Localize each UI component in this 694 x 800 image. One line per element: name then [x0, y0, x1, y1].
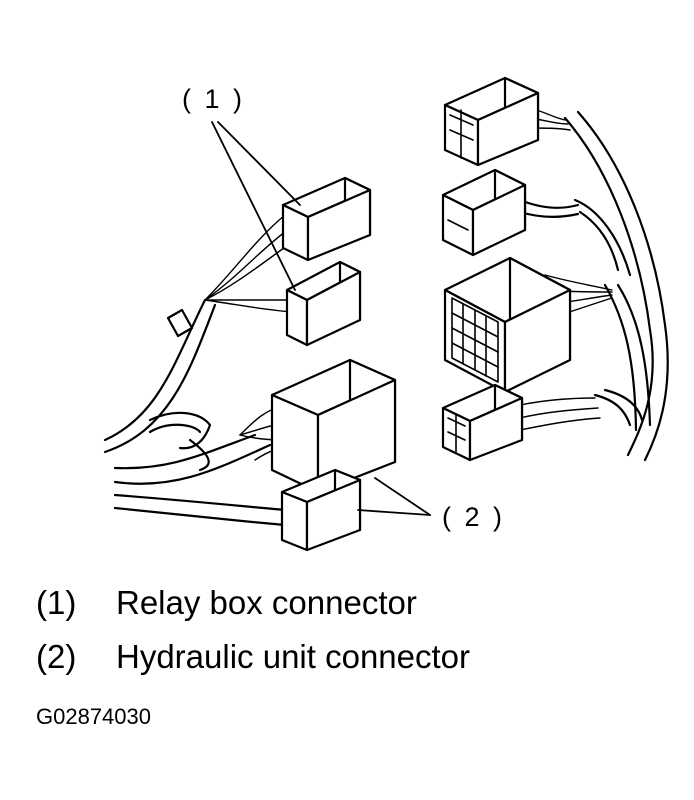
legend-number: (1) [36, 584, 77, 621]
legend-number: (2) [36, 638, 77, 675]
legend-item-relay-box: (1) Relay box connector [36, 584, 417, 622]
legend-text: Relay box connector [116, 584, 417, 621]
callout-1-leaders [211, 121, 301, 291]
callout-1-label: ( 1 ) [182, 84, 246, 114]
figure-id: G02874030 [36, 704, 151, 729]
relay-box-connector-upper [281, 176, 372, 262]
legend-item-hydraulic-unit: (2) Hydraulic unit connector [36, 638, 470, 676]
callout-2-label: ( 2 ) [442, 502, 506, 532]
connector-diagram [103, 76, 669, 552]
relay-box-connector-lower [285, 260, 362, 347]
callout-2-leaders [357, 477, 431, 516]
right-connector-4 [441, 383, 524, 462]
right-connector-1 [443, 76, 540, 167]
hydraulic-unit-connector-main [270, 358, 397, 494]
legend-text: Hydraulic unit connector [116, 638, 471, 675]
left-wire-harness [103, 214, 301, 527]
hydraulic-unit-connector-small [280, 468, 362, 552]
right-wire-harness [518, 107, 669, 462]
right-connector-3-grid [443, 256, 572, 394]
right-connector-2 [441, 168, 527, 257]
